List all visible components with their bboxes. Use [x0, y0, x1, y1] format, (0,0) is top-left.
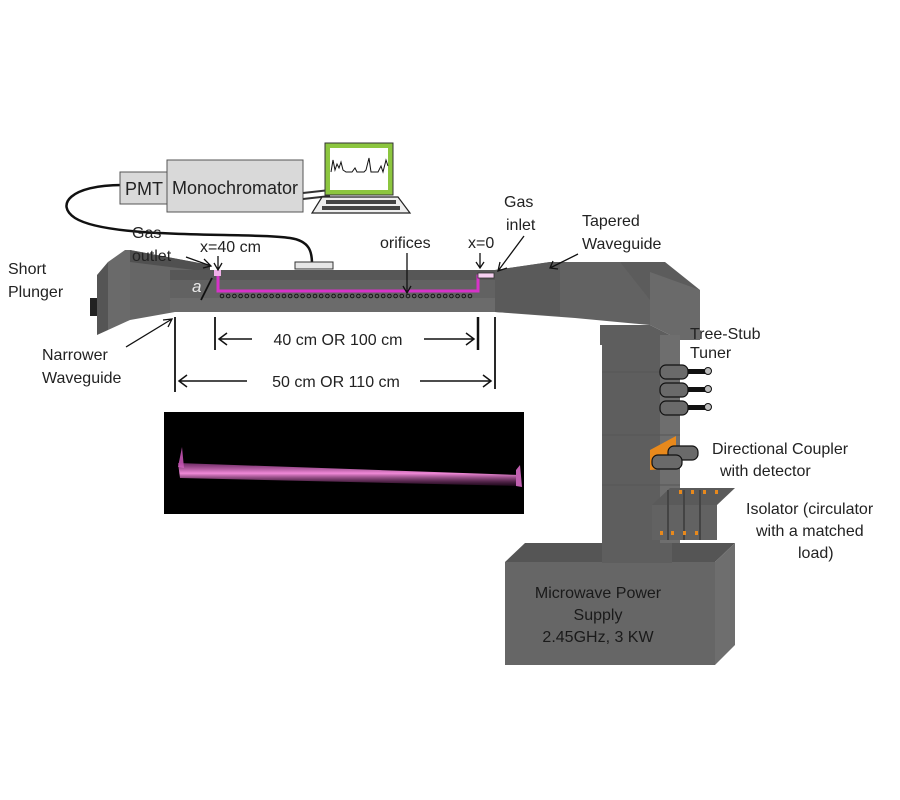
orifice-hole	[306, 293, 312, 299]
orifice-hole	[300, 293, 305, 299]
orifice-hole	[325, 293, 330, 299]
x0-label: x=0	[468, 235, 494, 252]
orifice-hole	[250, 293, 256, 299]
orifice-hole	[331, 293, 336, 299]
tapered-waveguide-arrow	[549, 253, 579, 270]
gas-inlet-arrow	[497, 235, 525, 272]
orifice-hole	[275, 293, 281, 299]
orifice-hole	[430, 293, 436, 299]
gas-inlet-label-2: inlet	[506, 217, 536, 234]
orifice-hole	[294, 293, 299, 299]
orifice-hole	[387, 293, 392, 299]
a-dimension-label: a	[192, 277, 201, 296]
orifices-label: orifices	[380, 235, 431, 252]
isolator-label-2: with a matched	[755, 523, 864, 540]
orifice-hole	[232, 293, 237, 299]
orifice-hole	[455, 293, 460, 299]
orifice-hole	[380, 293, 386, 299]
plasma-tube	[214, 270, 495, 293]
orifice-hole	[225, 293, 231, 299]
x40-arrow	[213, 256, 223, 272]
orifice-hole	[269, 293, 274, 299]
orifice-hole	[461, 293, 467, 299]
gas-inlet-label-1: Gas	[504, 194, 533, 211]
orifice-hole	[281, 293, 287, 299]
orifice-hole	[256, 293, 262, 299]
orifice-hole	[312, 293, 318, 299]
orifices-arrow	[402, 253, 412, 295]
orifice-hole	[399, 293, 405, 299]
tree-stub-tuner	[659, 364, 712, 416]
orifice-hole	[405, 293, 411, 299]
plasma-photo	[164, 412, 524, 514]
orifice-hole	[424, 293, 429, 299]
power-supply-label-line1: Microwave Power	[535, 585, 662, 602]
orifice-hole	[442, 293, 448, 299]
orifice-hole	[436, 293, 442, 299]
orifice-hole	[343, 293, 349, 299]
directional-coupler-label-2: with detector	[719, 463, 811, 480]
tapered-waveguide-label-2: Waveguide	[582, 236, 662, 253]
a-dimension-arrow	[200, 277, 213, 301]
orifice-hole	[349, 293, 355, 299]
gas-outlet-label-1: Gas	[132, 225, 161, 242]
narrower-waveguide-label-1: Narrower	[42, 347, 108, 364]
dimension-outer-label: 50 cm OR 110 cm	[272, 374, 400, 391]
orifice-hole	[411, 293, 417, 299]
tree-stub-tuner-label-2: Tuner	[690, 345, 732, 362]
narrower-waveguide-label-2: Waveguide	[42, 370, 122, 387]
power-supply-label-line2: Supply	[574, 607, 623, 624]
power-supply-label-line3: 2.45GHz, 3 KW	[542, 629, 654, 646]
microwave-power-supply: Microwave Power Supply 2.45GHz, 3 KW	[505, 543, 735, 665]
tapered-waveguide	[495, 262, 650, 325]
x40-label: x=40 cm	[200, 239, 261, 256]
isolator-label-3: load)	[798, 545, 834, 562]
orifice-hole	[374, 293, 380, 299]
monochromator-box: Monochromator	[166, 159, 304, 213]
orifices-row	[219, 293, 473, 299]
fiber-probe	[294, 261, 334, 270]
gas-outlet-arrow	[185, 256, 213, 269]
directional-coupler-label-1: Directional Coupler	[712, 441, 849, 458]
orifice-hole	[449, 293, 454, 299]
orifice-hole	[467, 293, 473, 299]
monochromator-label: Monochromator	[172, 178, 298, 198]
dimension-inner-label: 40 cm OR 100 cm	[274, 332, 403, 349]
orifice-hole	[418, 293, 423, 299]
tree-stub-tuner-label-1: Tree-Stub	[690, 326, 761, 343]
orifice-hole	[263, 293, 268, 299]
tapered-waveguide-label-1: Tapered	[582, 213, 640, 230]
fiber-cable	[65, 183, 314, 265]
pmt-box: PMT	[119, 171, 169, 205]
orifice-hole	[368, 293, 374, 299]
short-plunger-label-1: Short	[8, 261, 47, 278]
directional-coupler	[650, 436, 699, 470]
orifice-hole	[356, 293, 361, 299]
orifice-hole	[244, 293, 250, 299]
orifice-hole	[337, 293, 343, 299]
short-plunger-label-2: Plunger	[8, 284, 64, 301]
narrower-waveguide-arrow	[125, 318, 174, 348]
orifice-hole	[362, 293, 367, 299]
orifice-hole	[318, 293, 324, 299]
pmt-label: PMT	[125, 179, 163, 199]
gas-outlet-label-2: outlet	[132, 248, 172, 265]
spectrum-trace	[330, 157, 389, 174]
orifice-hole	[219, 293, 225, 299]
isolator	[652, 488, 735, 540]
dimension-inner: 40 cm OR 100 cm	[214, 317, 480, 350]
laptop-icon	[310, 142, 412, 214]
x0-arrow	[475, 253, 485, 270]
orifice-hole	[287, 293, 293, 299]
orifice-hole	[238, 293, 243, 299]
dimension-outer: 50 cm OR 110 cm	[174, 317, 496, 392]
isolator-label-1: Isolator (circulator	[746, 501, 874, 518]
orifice-hole	[393, 293, 398, 299]
